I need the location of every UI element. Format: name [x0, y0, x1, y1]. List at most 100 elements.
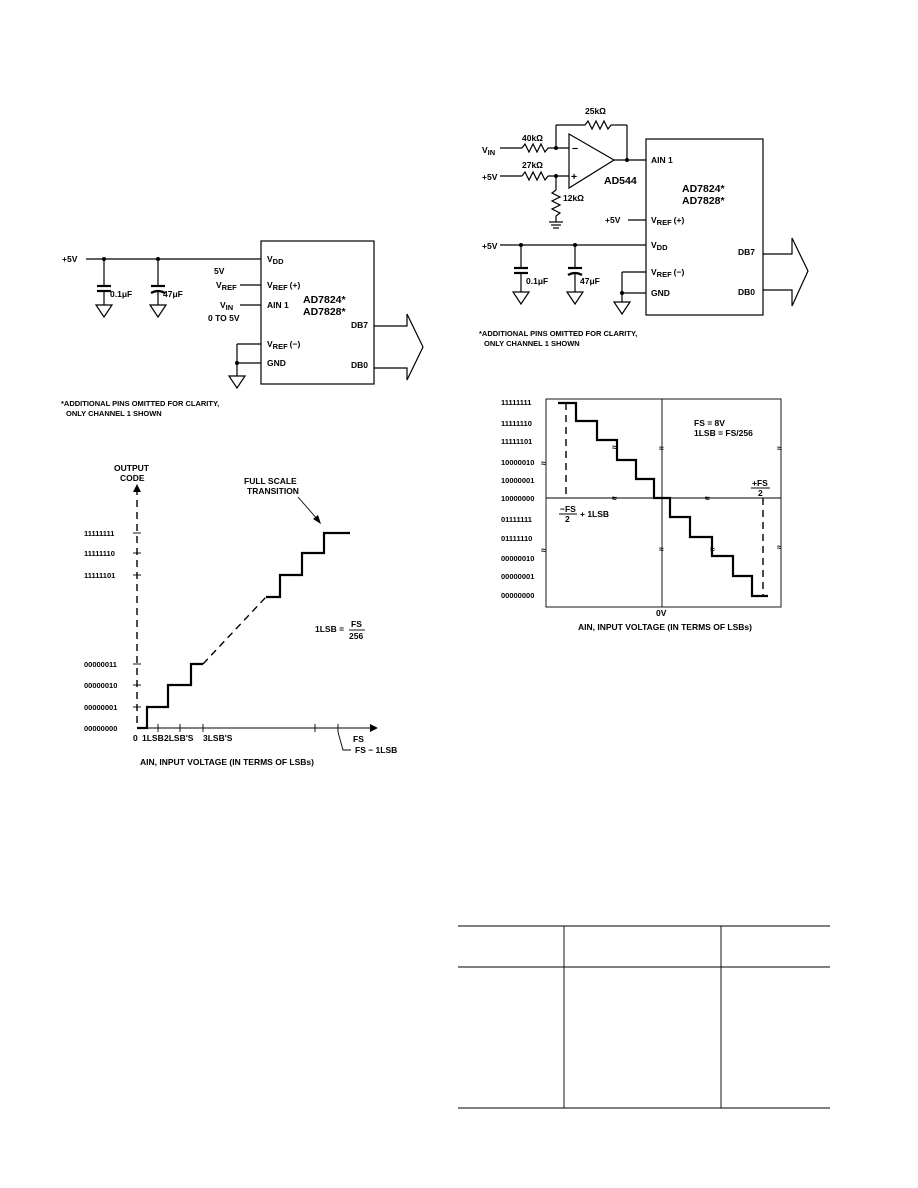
axis-break-mark: ≈ — [777, 443, 782, 453]
plot-frame — [545, 398, 782, 608]
axis-break-mark: ≈ — [659, 544, 664, 554]
annotation-2: TRANSITION — [247, 486, 299, 496]
vin-label: VIN — [220, 300, 233, 312]
feedback-resistor-label: 25kΩ — [585, 106, 606, 116]
op-amp-plus: + — [571, 171, 577, 183]
vref-value: 5V — [214, 266, 225, 276]
ground-resistor-label: 12kΩ — [563, 193, 584, 203]
y-axis-title-1: OUTPUT — [114, 463, 150, 473]
axis-break-mark: ≈ — [612, 493, 617, 503]
y-code-label: 00000010 — [84, 681, 117, 690]
pos-fs-denominator: 2 — [758, 488, 763, 498]
staircase-lower — [137, 662, 203, 730]
pin-vref-plus: VREF(+) — [267, 280, 300, 292]
x-tick-label: 2LSB'S — [164, 733, 194, 743]
staircase-upper — [266, 531, 350, 599]
y-code-label: 00000010 — [501, 554, 534, 563]
vin-label: VIN — [482, 145, 495, 157]
y-code-label: 11111111 — [84, 529, 114, 538]
ground-symbol — [94, 304, 114, 319]
y-code-label: 11111101 — [84, 571, 115, 580]
x-axis-arrow — [370, 724, 378, 732]
pin-db0: DB0 — [351, 360, 368, 370]
bias-supply-label: +5V — [482, 172, 498, 182]
footnote-2: ONLY CHANNEL 1 SHOWN — [66, 409, 162, 418]
annotation-1: FULL SCALE — [244, 476, 297, 486]
lsb-numerator: FS — [351, 619, 362, 629]
cap1-label: 0.1μF — [110, 289, 132, 299]
op-amp-minus: − — [572, 143, 578, 155]
lsb-equation: 1LSB = — [315, 624, 344, 634]
junction-dot — [554, 146, 558, 150]
supply-label: +5V — [62, 254, 78, 264]
x-tick-label: 3LSB'S — [203, 733, 233, 743]
cap1-label: 0.1μF — [526, 276, 548, 286]
annotation-arrow — [297, 496, 319, 521]
zero-label: 0V — [656, 608, 667, 618]
axis-break-mark: ≈ — [705, 493, 710, 503]
axis-break-mark: ≈ — [659, 443, 664, 453]
y-code-label: 00000000 — [501, 591, 534, 600]
chip-name-1: AD7824* — [682, 183, 726, 195]
pin-vref-minus: VREF(−) — [651, 267, 684, 279]
bipolar-transfer-chart: 11111111 11111110 11111101 10000010 1000… — [501, 398, 782, 632]
y-code-label: 10000010 — [501, 458, 534, 467]
ground-symbol — [148, 304, 168, 319]
chip-name-2: AD7828* — [682, 195, 726, 207]
axis-break-mark: ≈ — [612, 442, 617, 452]
vref-supply-label: +5V — [605, 215, 621, 225]
neg-fs-numerator: −FS — [560, 504, 576, 514]
leader-line — [337, 731, 351, 751]
vref-label: VREF — [216, 280, 237, 292]
bias-resistor — [521, 170, 549, 182]
y-code-label: 00000001 — [84, 703, 117, 712]
pin-gnd: GND — [651, 288, 670, 298]
y-code-label: 11111111 — [501, 398, 531, 407]
ground-symbol — [612, 301, 632, 316]
axis-break-mark: ≈ — [541, 458, 546, 468]
adc-chip — [645, 138, 764, 316]
lsb-denominator: 256 — [349, 631, 363, 641]
pin-vdd: VDD — [651, 240, 668, 252]
supply-label: +5V — [482, 241, 498, 251]
op-amp — [568, 132, 616, 190]
lsb-equation: 1LSB = FS/256 — [694, 428, 753, 438]
unipolar-circuit: +5V 0.1μF 47μF 5V VREF VIN 0 TO 5V VDD V… — [61, 240, 424, 418]
pin-db7: DB7 — [738, 247, 755, 257]
staircase-gap — [202, 596, 267, 665]
op-amp-label: AD544 — [604, 175, 637, 187]
code-table — [458, 925, 830, 1109]
fs-equation: FS = 8V — [694, 418, 725, 428]
ground-resistor — [550, 189, 562, 217]
x-tick-label: 0 — [133, 733, 138, 743]
pin-ain1: AIN 1 — [651, 155, 673, 165]
y-code-label: 00000000 — [84, 724, 117, 733]
y-axis-title-2: CODE — [120, 473, 145, 483]
bipolar-circuit: 25kΩ VIN 40kΩ +5V 27kΩ 12kΩ − + AD544 AI… — [479, 106, 809, 348]
ground-symbol — [565, 291, 585, 306]
annotation-arrowhead — [313, 515, 321, 524]
cap2-label: 47μF — [163, 289, 183, 299]
y-code-label: 01111110 — [501, 534, 532, 543]
x-tick-label: 1LSB — [142, 733, 164, 743]
y-code-label: 11111110 — [501, 419, 532, 428]
unipolar-transfer-chart: OUTPUT CODE 11111111 11111110 11111101 0… — [84, 463, 397, 767]
data-bus-arrow — [763, 237, 809, 307]
input-resistor — [521, 142, 549, 154]
neg-fs-denominator: 2 — [565, 514, 570, 524]
pin-db0: DB0 — [738, 287, 755, 297]
adc-chip — [260, 240, 375, 385]
axis-break-mark: ≈ — [541, 545, 546, 555]
bias-resistor-label: 27kΩ — [522, 160, 543, 170]
y-code-label: 01111111 — [501, 515, 532, 524]
ground-symbol — [511, 291, 531, 306]
y-code-label: 00000011 — [84, 660, 117, 669]
y-code-label: 11111110 — [84, 549, 115, 558]
axis-break-mark: ≈ — [777, 542, 782, 552]
y-axis-arrow — [133, 484, 141, 492]
y-code-label: 00000001 — [501, 572, 534, 581]
chip-name-1: AD7824* — [303, 294, 347, 306]
y-code-label: 10000001 — [501, 476, 534, 485]
y-code-label: 11111101 — [501, 437, 532, 446]
